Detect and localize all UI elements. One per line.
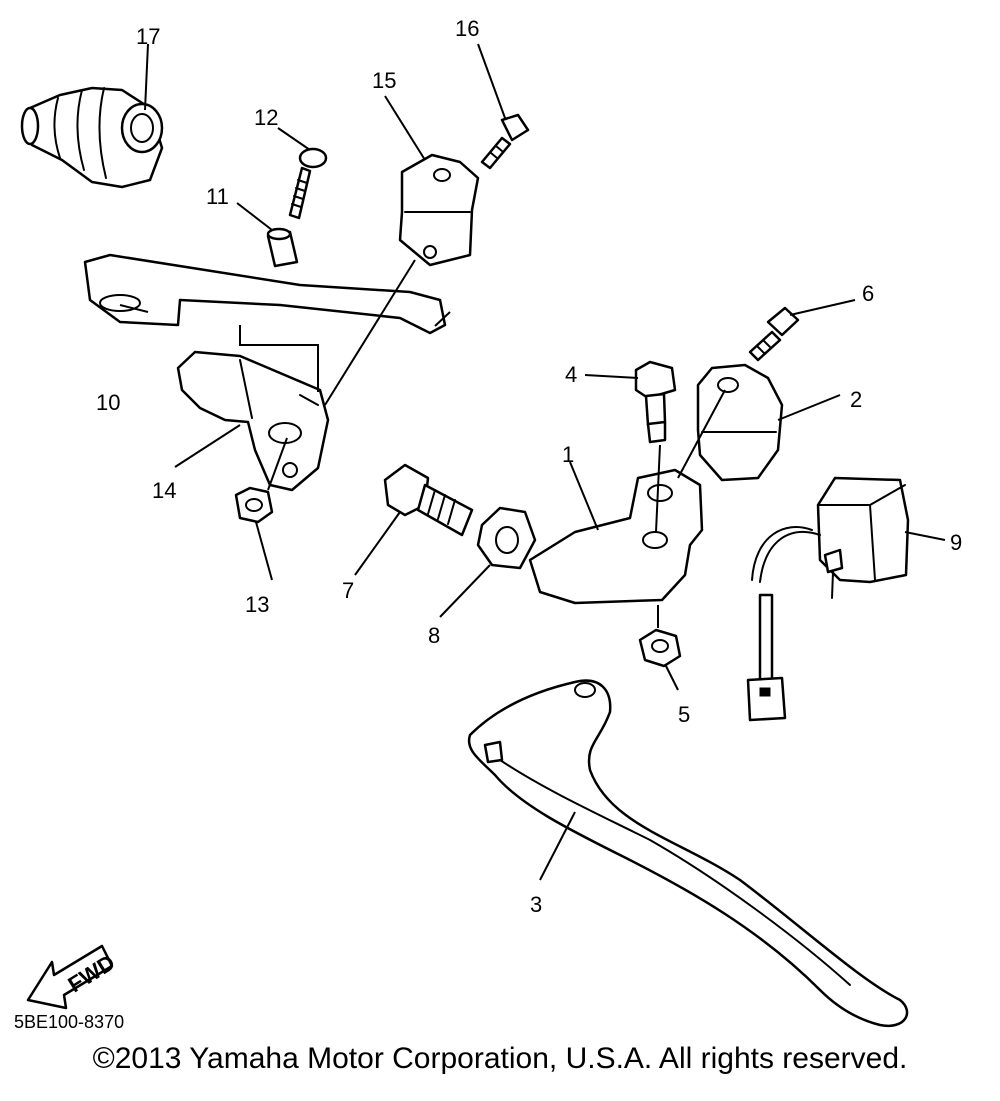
part-13-nut <box>234 486 274 524</box>
part-7-adjuster <box>383 463 474 537</box>
callout-7: 7 <box>342 578 354 603</box>
part-1-holder <box>528 468 704 605</box>
part-10-lever <box>83 253 447 335</box>
callout-12: 12 <box>254 105 278 130</box>
part-12-screw <box>288 147 328 220</box>
callout-13: 13 <box>245 592 269 617</box>
callout-16: 16 <box>455 16 479 41</box>
part-17-boot <box>20 86 164 189</box>
part-4-pivot-bolt <box>634 360 677 444</box>
part-11-collar <box>266 227 299 268</box>
part-9-switch <box>746 476 910 722</box>
copyright-notice: ©2013 Yamaha Motor Corporation, U.S.A. A… <box>92 1042 908 1075</box>
diagram-code: 5BE100-8370 <box>14 1012 125 1032</box>
part-2-holder <box>696 363 784 482</box>
part-15-holder <box>398 153 480 267</box>
callout-4: 4 <box>565 362 577 387</box>
callout-15: 15 <box>372 68 396 93</box>
part-5-nut <box>638 628 682 668</box>
callout-8: 8 <box>428 623 440 648</box>
callout-10: 10 <box>96 390 120 415</box>
callout-11: 11 <box>206 184 229 209</box>
callout-1: 1 <box>562 442 574 467</box>
callout-6: 6 <box>862 281 874 306</box>
callout-numbers: 1 2 3 4 5 6 7 8 9 10 11 12 13 14 15 16 1… <box>96 16 962 917</box>
callout-2: 2 <box>850 387 862 412</box>
leader-lines <box>119 43 946 881</box>
callout-3: 3 <box>530 892 542 917</box>
part-14-bracket <box>176 350 330 492</box>
callout-14: 14 <box>152 478 176 503</box>
part-8-locknut <box>476 506 537 570</box>
part-3-clutch-lever <box>467 679 909 1028</box>
callout-9: 9 <box>950 530 962 555</box>
fwd-arrow-icon: FWD <box>26 944 119 1010</box>
callout-17: 17 <box>136 24 160 49</box>
part-16-bolt <box>480 113 530 170</box>
callout-5: 5 <box>678 702 690 727</box>
